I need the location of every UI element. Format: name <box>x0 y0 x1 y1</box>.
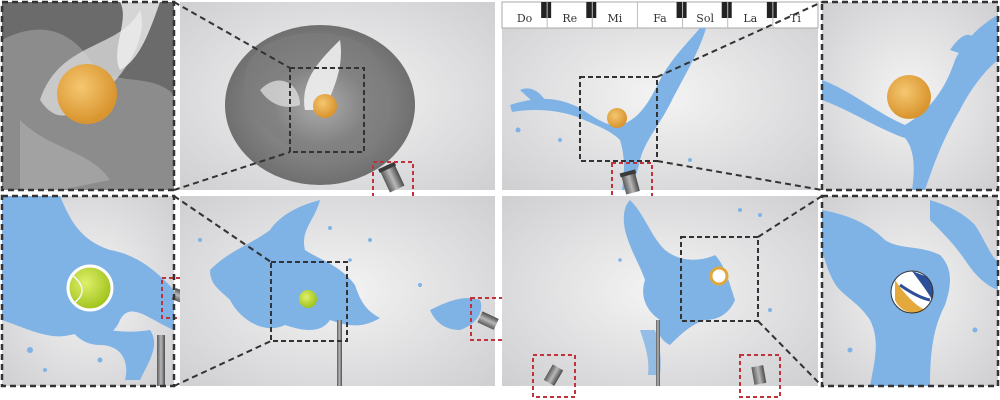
piano-black-key <box>541 2 552 18</box>
zoom-box <box>680 236 759 322</box>
water-nozzle-icon <box>543 364 564 386</box>
piano-key-label: Fa <box>653 12 667 25</box>
volleyball <box>890 270 934 314</box>
orange-ball <box>313 94 337 118</box>
panel-water-inset <box>820 0 1000 192</box>
zoom-connectors <box>173 1 291 191</box>
piano-key-label: Mi <box>607 12 622 25</box>
panel-tennis-main <box>180 196 512 386</box>
zoom-box <box>579 76 658 162</box>
nozzle-box <box>532 354 576 398</box>
panel-volleyball-inset <box>820 194 1000 388</box>
panel-volleyball-main <box>502 196 818 398</box>
panel-tennis-inset <box>0 194 203 388</box>
volleyball <box>709 266 729 286</box>
piano-black-key <box>766 2 777 18</box>
piano-key-label: Re <box>562 12 577 25</box>
piano-key-label: Ti <box>790 12 801 25</box>
piano-black-key <box>586 2 597 18</box>
water-nozzle-icon <box>751 365 767 385</box>
air-nozzle-icon <box>378 161 405 193</box>
panel-smoke-main <box>180 2 495 207</box>
piano-key-label: Sol <box>696 12 714 25</box>
zoom-box <box>289 67 365 153</box>
nozzle-box <box>739 354 781 398</box>
zoom-connectors <box>173 195 272 387</box>
water-nozzle-icon <box>619 169 640 195</box>
zoom-box <box>270 261 348 342</box>
piano-black-key <box>721 2 732 18</box>
panel-water-piano: Do Re Mi Fa Sol La Ti <box>501 1 819 210</box>
piano-black-key <box>676 2 687 18</box>
piano-key-label: La <box>743 12 757 25</box>
zoom-connectors <box>757 195 823 387</box>
piano-key-label: Do <box>517 12 533 25</box>
nozzle-box <box>470 297 512 341</box>
panel-smoke-inset <box>0 0 176 192</box>
orange-ball <box>57 64 117 124</box>
water-nozzle-icon <box>477 311 499 330</box>
orange-ball <box>607 108 627 128</box>
piano-keyboard: Do Re Mi Fa Sol La Ti <box>501 1 819 29</box>
orange-ball <box>887 75 931 119</box>
zoom-connectors <box>656 1 823 191</box>
tennis-ball <box>299 290 317 308</box>
